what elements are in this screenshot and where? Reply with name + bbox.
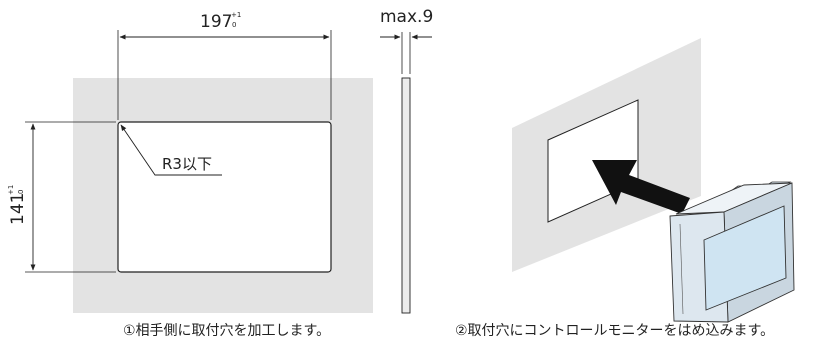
corner-radius-note: R3以下 — [162, 155, 212, 173]
height-dimension-label: 141 +1 0 — [7, 185, 28, 225]
svg-text:0: 0 — [17, 190, 25, 194]
figure-1-caption: ①相手側に取付穴を加工します。 — [123, 323, 330, 339]
svg-text:+1: +1 — [231, 11, 241, 19]
width-dimension-label: 197 +1 0 — [200, 11, 241, 32]
cutout-hole — [117, 121, 332, 273]
corner-radius-leader — [120, 124, 222, 176]
svg-text:0: 0 — [232, 21, 236, 29]
figure-2-insertion-illustration: ②取付穴にコントロールモニターをはめ込みます。 — [455, 38, 795, 339]
insert-arrow-icon — [592, 160, 690, 214]
figure-1-cutout-drawing: 197 +1 0 141 +1 0 R3以下 max.9 ①相手側に取付穴を加工… — [7, 7, 433, 339]
svg-text:197: 197 — [200, 12, 232, 32]
svg-text:141: 141 — [8, 193, 28, 225]
monitor-screen — [703, 205, 787, 311]
panel-thickness-label: max.9 — [380, 7, 433, 27]
control-monitor-device — [669, 181, 795, 323]
figure-2-caption: ②取付穴にコントロールモニターをはめ込みます。 — [455, 323, 774, 339]
panel-side-view — [401, 77, 411, 314]
svg-text:+1: +1 — [7, 185, 15, 195]
